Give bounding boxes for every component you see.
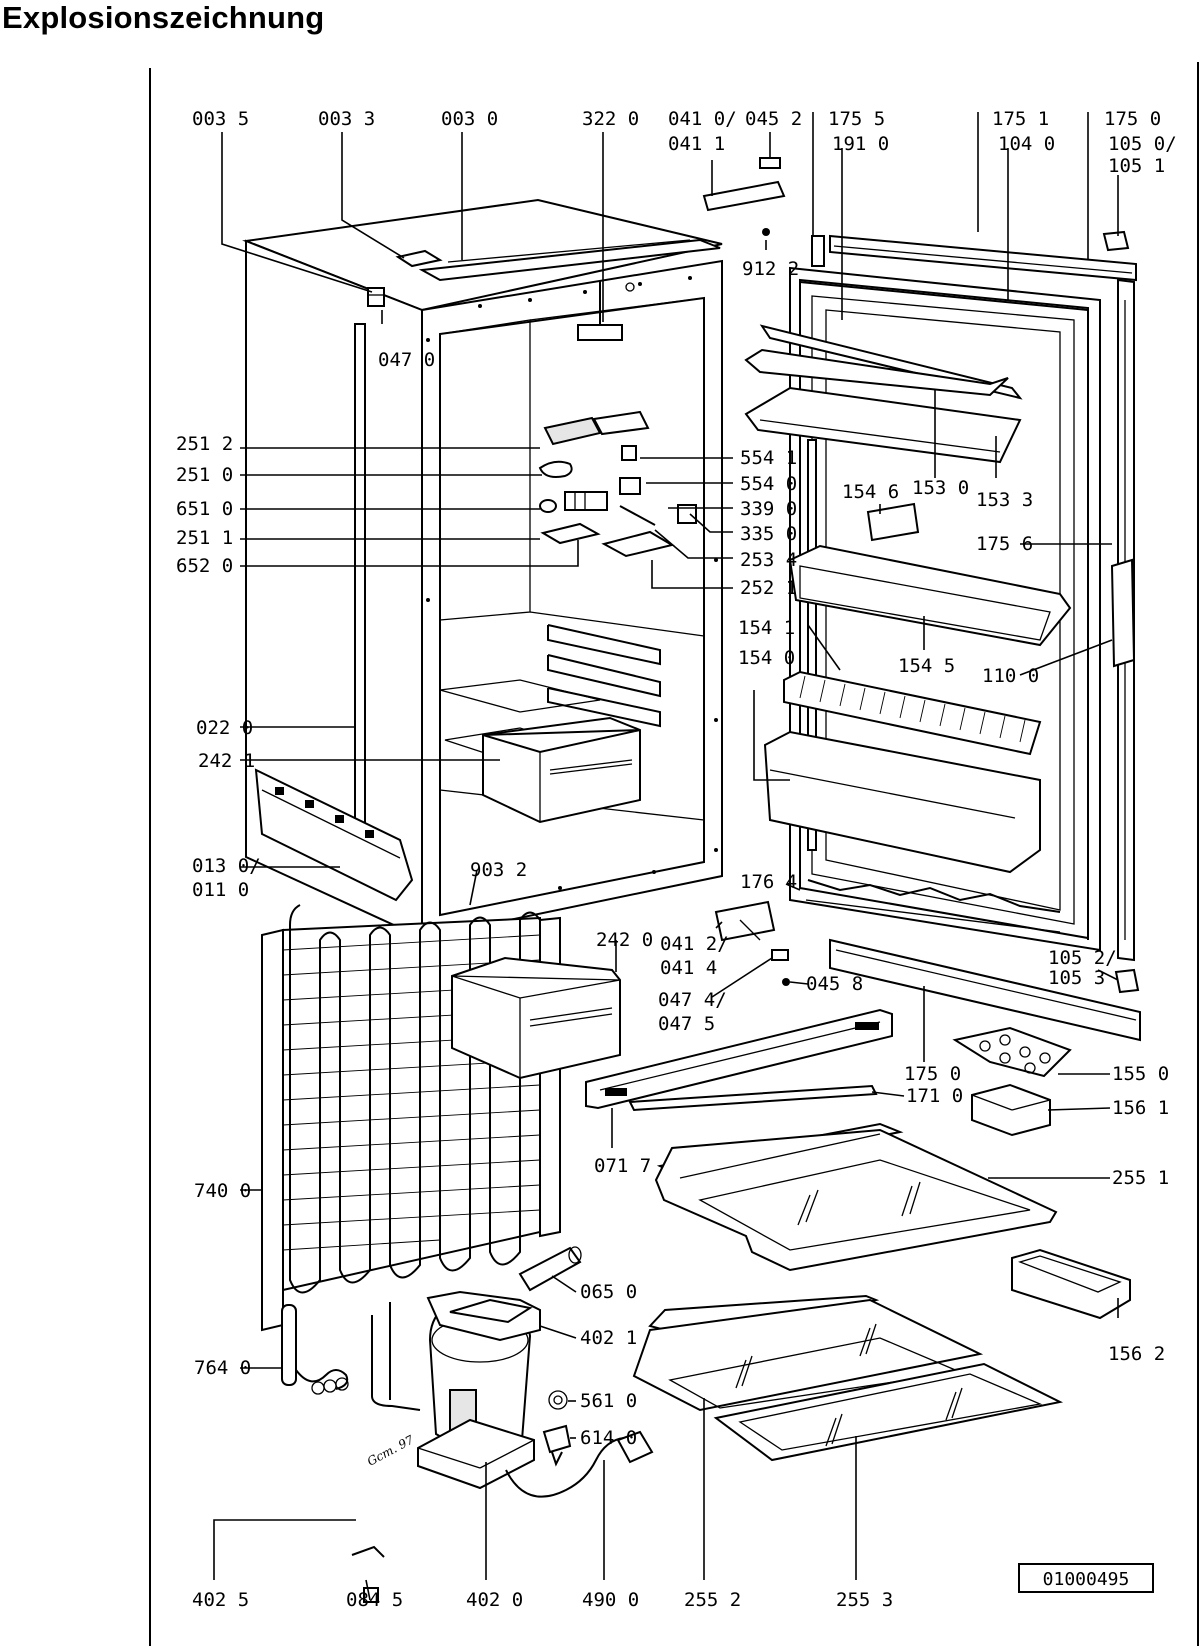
label-614-0: 614 0 — [580, 1427, 637, 1449]
label-154-1: 154 1 — [738, 617, 795, 639]
label-003-3: 003 3 — [318, 108, 375, 130]
label-105-1: 105 1 — [1108, 155, 1165, 177]
label-253-4: 253 4 — [740, 549, 797, 571]
label-013-0: 013 0/ — [192, 855, 261, 877]
label-652-0: 652 0 — [176, 555, 233, 577]
crisper-drawer — [451, 956, 621, 1080]
label-255-2: 255 2 — [684, 1589, 741, 1611]
label-175-6: 175 6 — [976, 533, 1033, 555]
cover-strip — [628, 1084, 878, 1112]
label-191-0: 191 0 — [832, 133, 889, 155]
label-105-3: 105 3 — [1048, 967, 1105, 989]
label-155-0: 155 0 — [1112, 1063, 1169, 1085]
label-041-1: 041 1 — [668, 133, 725, 155]
bottle-rack-grid — [799, 675, 1026, 743]
label-047-5: 047 5 — [658, 1013, 715, 1035]
label-242-1: 242 1 — [198, 750, 255, 772]
part-labels: 003 5 003 3 003 0 322 0 041 0/ 041 1 045… — [176, 108, 1177, 1611]
label-041-2: 041 2/ — [660, 933, 729, 955]
glass-shelf-upper — [654, 1122, 1058, 1272]
label-175-0-bottom: 175 0 — [904, 1063, 961, 1085]
lower-hinge-parts — [702, 157, 790, 986]
label-175-1: 175 1 — [992, 108, 1049, 130]
label-561-0: 561 0 — [580, 1390, 637, 1412]
label-176-4: 176 4 — [740, 871, 797, 893]
label-011-0: 011 0 — [192, 879, 249, 901]
label-322-0: 322 0 — [582, 108, 639, 130]
label-335-0: 335 0 — [740, 523, 797, 545]
label-084-5: 084 5 — [346, 1589, 403, 1611]
label-022-0: 022 0 — [196, 717, 253, 739]
label-339-0: 339 0 — [740, 498, 797, 520]
label-903-2: 903 2 — [470, 859, 527, 881]
label-242-0: 242 0 — [596, 929, 653, 951]
glass-shelves-lower — [632, 1294, 1064, 1462]
label-071-7: 071 7 — [594, 1155, 651, 1177]
label-490-0: 490 0 — [582, 1589, 639, 1611]
leader-lines — [213, 112, 1119, 1601]
label-156-1: 156 1 — [1112, 1097, 1169, 1119]
door-assembly — [744, 230, 1141, 1320]
label-041-0: 041 0/ — [668, 108, 737, 130]
label-153-3: 153 3 — [976, 489, 1033, 511]
label-255-1: 255 1 — [1112, 1167, 1169, 1189]
compressor — [351, 1246, 654, 1603]
label-402-0: 402 0 — [466, 1589, 523, 1611]
label-154-0: 154 0 — [738, 647, 795, 669]
label-003-0: 003 0 — [441, 108, 498, 130]
label-740-0: 740 0 — [194, 1180, 251, 1202]
label-047-0: 047 0 — [378, 349, 435, 371]
drawing-number: 01000495 — [1043, 1569, 1130, 1590]
label-402-1: 402 1 — [580, 1327, 637, 1349]
page-title: Explosionszeichnung — [2, 0, 325, 35]
label-554-0: 554 0 — [740, 473, 797, 495]
label-065-0: 065 0 — [580, 1281, 637, 1303]
label-554-1: 554 1 — [740, 447, 797, 469]
label-003-5: 003 5 — [192, 108, 249, 130]
label-105-0: 105 0/ — [1108, 133, 1177, 155]
drawing-number-box: 01000495 — [1018, 1563, 1154, 1593]
label-764-0: 764 0 — [194, 1357, 251, 1379]
label-251-2: 251 2 — [176, 433, 233, 455]
label-175-0-top: 175 0 — [1104, 108, 1161, 130]
label-255-3: 255 3 — [836, 1589, 893, 1611]
label-154-6: 154 6 — [842, 481, 899, 503]
label-251-0: 251 0 — [176, 464, 233, 486]
label-402-5: 402 5 — [192, 1589, 249, 1611]
handwritten-signature: Gcm. 97 — [365, 1432, 417, 1468]
label-171-0: 171 0 — [906, 1085, 963, 1107]
label-154-5: 154 5 — [898, 655, 955, 677]
label-153-0: 153 0 — [912, 477, 969, 499]
label-175-5: 175 5 — [828, 108, 885, 130]
label-105-2: 105 2/ — [1048, 947, 1117, 969]
label-651-0: 651 0 — [176, 498, 233, 520]
label-110-0: 110 0 — [982, 665, 1039, 687]
label-045-2: 045 2 — [745, 108, 802, 130]
label-104-0: 104 0 — [998, 133, 1055, 155]
ventilation-strip — [585, 1008, 893, 1110]
label-912-2: 912 2 — [742, 258, 799, 280]
cabinet-body — [242, 198, 723, 940]
label-252-1: 252 1 — [740, 577, 797, 599]
label-045-8: 045 8 — [806, 973, 863, 995]
thermostat-and-light-parts — [482, 280, 697, 824]
label-047-4: 047 4/ — [658, 989, 727, 1011]
label-156-2: 156 2 — [1108, 1343, 1165, 1365]
label-251-1: 251 1 — [176, 527, 233, 549]
label-041-4: 041 4 — [660, 957, 717, 979]
